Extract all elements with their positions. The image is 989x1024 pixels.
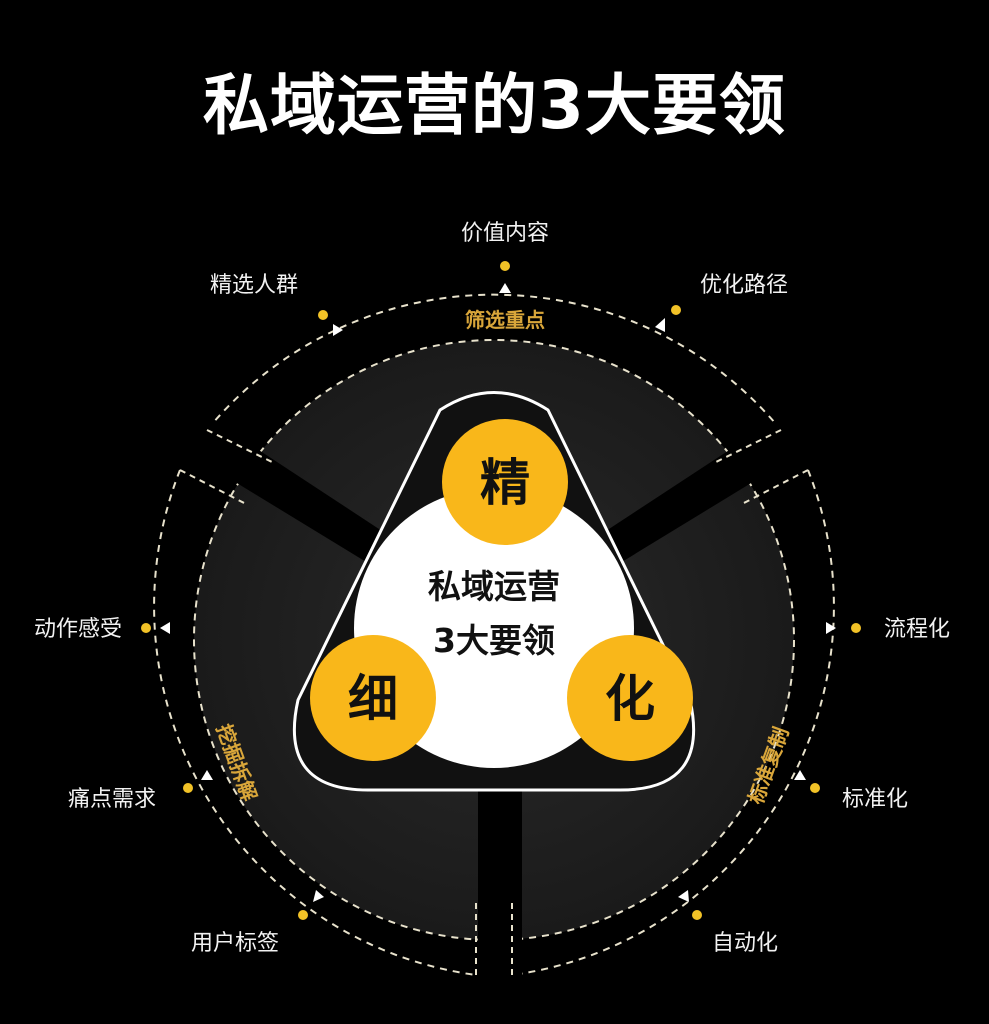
svg-text:化: 化	[605, 670, 655, 728]
svg-text:细: 细	[348, 670, 398, 728]
center-line2: 3大要领	[433, 621, 555, 660]
pillar-hua[interactable]: 化	[567, 635, 693, 761]
page-title: 私域运营的3大要领	[203, 67, 786, 144]
label-liucheng: 流程化	[884, 617, 950, 642]
label-tongdian: 痛点需求	[68, 787, 156, 812]
node-dots	[141, 261, 861, 920]
label-youhua: 优化路径	[700, 273, 788, 298]
arrow-icons	[160, 283, 836, 902]
label-yonghu: 用户标签	[191, 931, 279, 956]
pillar-xi[interactable]: 细	[310, 635, 436, 761]
outer-dashed-arcs	[153, 293, 835, 976]
pillar-jing[interactable]: 精	[442, 419, 568, 545]
label-biaozhun: 标准化	[842, 787, 908, 812]
label-jiazhi: 价值内容	[461, 221, 549, 246]
label-zidong: 自动化	[712, 931, 778, 956]
center-line1: 私域运营	[428, 567, 560, 606]
label-jingxuan: 精选人群	[210, 273, 298, 298]
label-dongzuo: 动作感受	[34, 617, 122, 642]
svg-text:精: 精	[480, 454, 530, 512]
theme-shaixuan: 筛选重点	[465, 308, 545, 332]
